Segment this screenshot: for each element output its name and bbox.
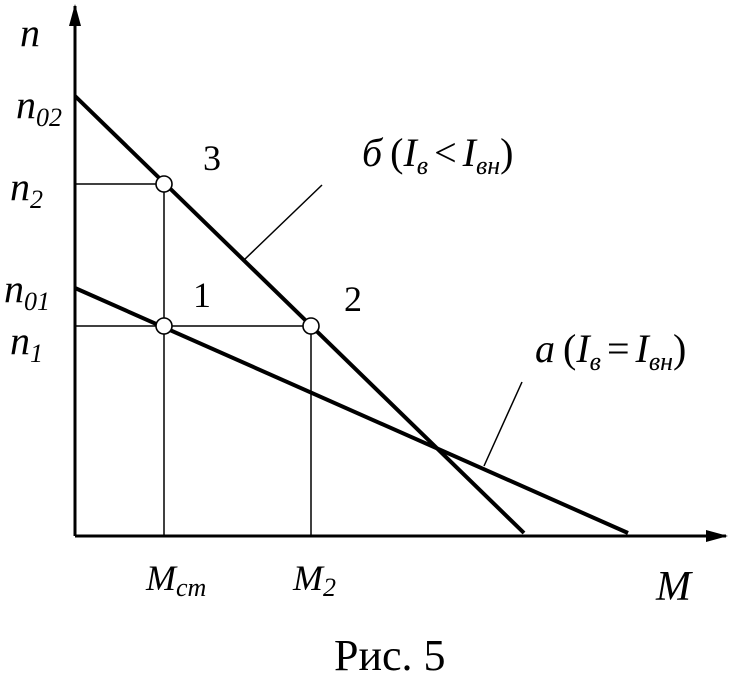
tick-mct: Mст [145, 558, 206, 602]
point-2-label: 2 [344, 279, 362, 319]
figure-caption: Рис. 5 [334, 631, 446, 680]
x-axis-label: M [655, 564, 693, 610]
curve-b-label: б(Iв<Iвн) [362, 130, 513, 180]
tick-n2: n2 [10, 164, 43, 214]
leader-b [243, 184, 323, 261]
point-1-label: 1 [193, 275, 211, 315]
curve-a-label: a(Iв=Iвн) [535, 326, 686, 376]
tick-n02: n02 [16, 82, 62, 132]
leader-a [483, 381, 523, 467]
tick-m2: M2 [292, 558, 336, 602]
point-3-marker [155, 175, 173, 193]
point-1-marker [155, 317, 173, 335]
y-axis-label: n [20, 10, 40, 55]
point-2-marker [302, 317, 320, 335]
point-3-label: 3 [203, 138, 221, 178]
tick-n01: n01 [4, 266, 50, 316]
tick-n1: n1 [10, 318, 43, 368]
characteristic-b [73, 94, 526, 535]
